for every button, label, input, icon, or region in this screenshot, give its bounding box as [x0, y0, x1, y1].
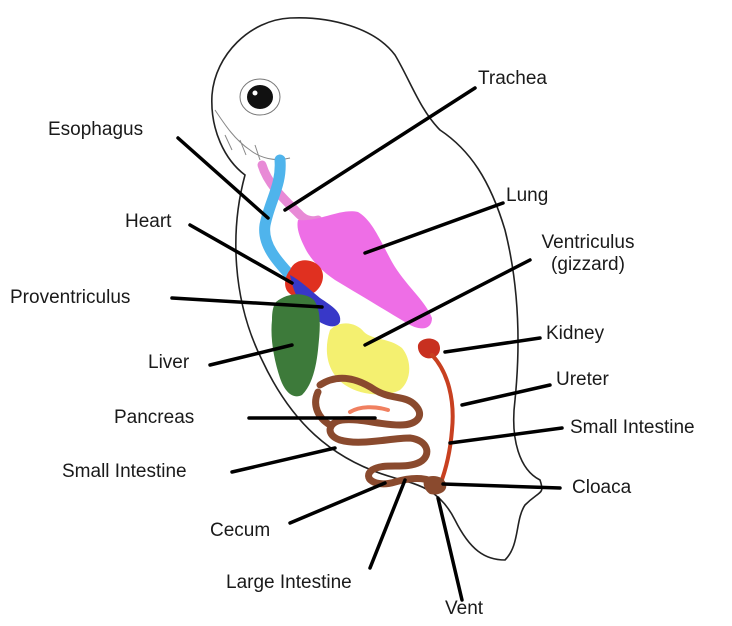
leader-large-intestine	[370, 480, 405, 568]
leader-kidney	[445, 338, 540, 352]
head-feathers	[215, 110, 290, 160]
leader-cecum	[290, 483, 385, 523]
leader-vent	[438, 498, 462, 600]
label-ventriculus: Ventriculus (gizzard)	[528, 232, 648, 276]
pancreas-shape	[350, 407, 388, 412]
label-small-intestine-right: Small Intestine	[570, 417, 695, 439]
label-cecum: Cecum	[210, 520, 270, 542]
small-intestine-shape	[316, 378, 438, 485]
label-proventriculus: Proventriculus	[10, 287, 130, 309]
label-esophagus: Esophagus	[48, 119, 143, 141]
leader-cloaca	[443, 484, 560, 488]
label-small-intestine-left: Small Intestine	[62, 461, 187, 483]
kidney-shape	[418, 338, 440, 358]
eye	[247, 85, 273, 109]
label-trachea: Trachea	[478, 68, 547, 90]
liver-shape	[271, 294, 319, 396]
label-heart: Heart	[125, 211, 171, 233]
label-lung: Lung	[506, 185, 548, 207]
label-ventriculus-line1: Ventriculus	[528, 232, 648, 254]
label-ureter: Ureter	[556, 369, 609, 391]
label-large-intestine: Large Intestine	[226, 572, 352, 594]
label-liver: Liver	[148, 352, 189, 374]
leader-ureter	[462, 385, 550, 405]
leader-trachea	[285, 88, 475, 210]
label-vent: Vent	[445, 598, 483, 620]
label-cloaca: Cloaca	[572, 477, 631, 499]
ureter-shape	[432, 355, 453, 485]
label-ventriculus-line2: (gizzard)	[528, 254, 648, 276]
leader-small-intestine-right	[450, 428, 562, 443]
label-kidney: Kidney	[546, 323, 604, 345]
leader-small-intestine-left	[232, 448, 335, 472]
leader-lung	[365, 203, 503, 253]
label-pancreas: Pancreas	[114, 407, 194, 429]
